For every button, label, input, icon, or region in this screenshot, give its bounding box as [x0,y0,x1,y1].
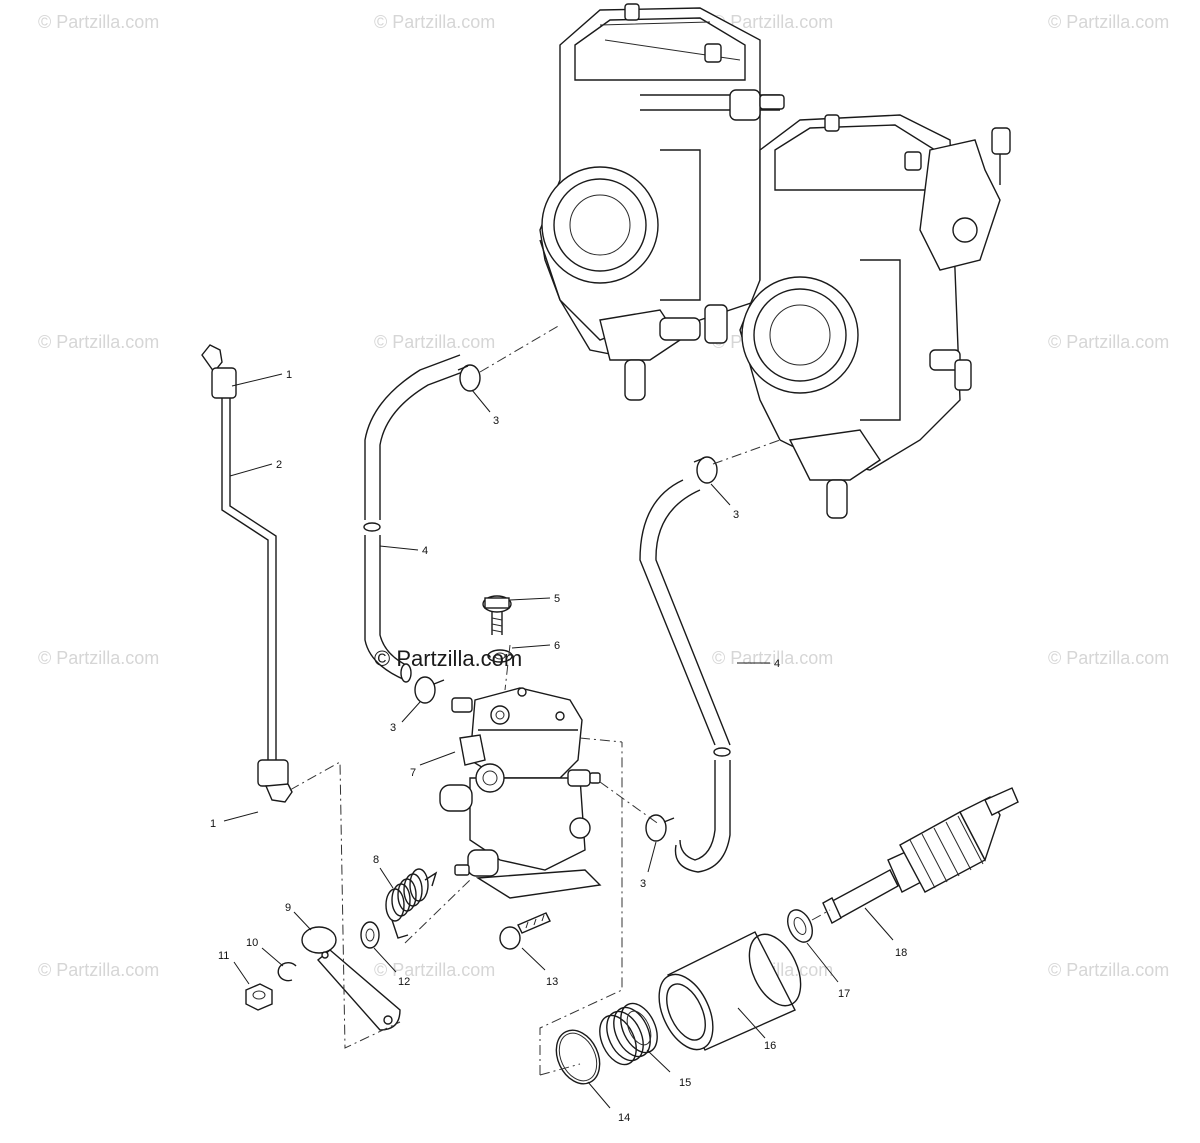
callout-4-left: 4 [422,545,428,557]
o-ring [555,1029,601,1085]
callout-1-top: 1 [286,369,292,381]
mount-bolt [499,912,551,950]
watermark: © Partzilla.com [712,12,833,32]
pump-lever [301,926,401,1031]
fuel-hose-right [639,479,731,873]
callout-8: 8 [373,854,379,866]
watermark: © Partzilla.com [1048,648,1169,668]
fitting-top [211,367,237,399]
callout-3-pump-left: 3 [390,722,396,734]
pump-bolt [482,595,512,635]
center-watermark: © Partzilla.com [374,646,522,671]
callout-12: 12 [398,976,410,988]
lever-washer [360,921,380,949]
callouts: 1 2 3 3 4 5 6 4 3 7 1 3 8 9 10 11 12 [210,369,907,1124]
callout-1-bottom: 1 [210,818,216,830]
callout-15: 15 [679,1077,691,1089]
watermark: © Partzilla.com [712,648,833,668]
watermark: © Partzilla.com [1048,12,1169,32]
callout-11: 11 [218,950,229,962]
clamp-pump-right [645,814,675,842]
callout-5: 5 [554,593,560,605]
watermark: © Partzilla.com [38,648,159,668]
watermark: © Partzilla.com [374,960,495,980]
callout-3-top-left: 3 [493,415,499,427]
callout-2: 2 [276,459,282,471]
drive-shaft-gear [822,787,1019,924]
assembly-lines [289,324,831,1076]
callout-4-right: 4 [774,658,780,670]
clamp-top-right [693,456,718,484]
watermark: © Partzilla.com [38,12,159,32]
callout-10: 10 [246,937,258,949]
fuel-pump [439,687,602,899]
watermark: © Partzilla.com [1048,332,1169,352]
callout-17: 17 [838,988,850,1000]
fitting-bottom [257,759,289,787]
clamp-top-left [457,364,481,392]
callout-13: 13 [546,976,558,988]
watermark: © Partzilla.com [374,12,495,32]
hex-nut [245,983,273,1011]
pump-washer [487,649,513,663]
callout-18: 18 [895,947,907,959]
watermark: © Partzilla.com [38,960,159,980]
callout-16: 16 [764,1040,776,1052]
callout-7: 7 [410,767,416,779]
callout-3-pump-right: 3 [640,878,646,890]
clamp-pump-left [414,676,445,704]
return-spring [385,868,438,939]
e-clip [277,962,297,982]
callout-6: 6 [554,640,560,652]
fuel-hose-left [363,354,469,683]
callout-9: 9 [285,902,291,914]
watermark: © Partzilla.com [1048,960,1169,980]
coupler-washer [787,909,813,943]
hose-clamps [414,364,718,842]
callout-3-top-right: 3 [733,509,739,521]
carburetor-assembly [539,3,1011,519]
vent-line-assembly [201,344,293,803]
callout-14: 14 [618,1112,630,1124]
drive-spring [599,1002,658,1066]
watermark: © Partzilla.com [374,332,495,352]
watermark: © Partzilla.com [38,332,159,352]
drive-coupler [658,931,802,1051]
